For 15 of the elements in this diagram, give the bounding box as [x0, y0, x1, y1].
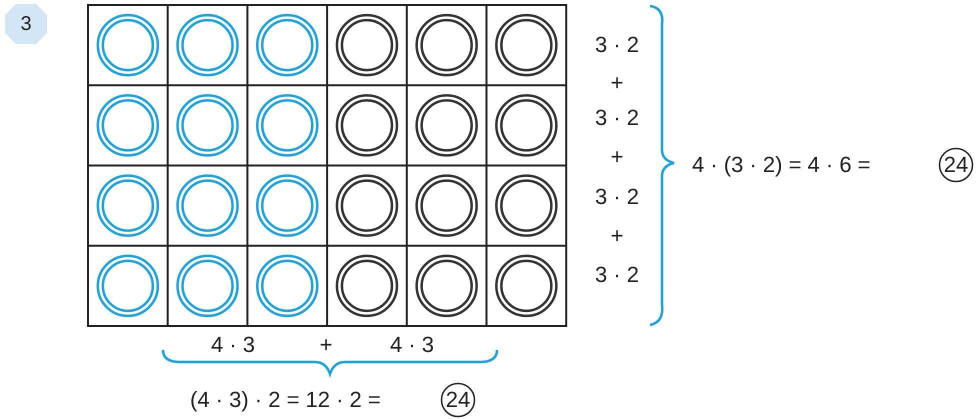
circled-number: 24 — [440, 382, 476, 418]
expression-text: 3 · 2 — [594, 107, 640, 129]
equation-text: (4 · 3) · 2 = 12 · 2 = — [190, 389, 381, 411]
expression-text: 3 · 2 — [594, 186, 640, 208]
plus-sign: + — [320, 334, 332, 356]
plus-sign: + — [610, 146, 624, 168]
plus-sign: + — [610, 72, 624, 94]
plus-sign: + — [610, 225, 624, 247]
number-badge: 3 — [5, 4, 47, 44]
expression-text: 4 · 3 — [390, 334, 434, 356]
expression-text: 3 · 2 — [594, 34, 640, 56]
equation-text: 4 · (3 · 2) = 4 · 6 = — [692, 154, 871, 176]
expression-text: 4 · 3 — [210, 334, 256, 356]
circled-number: 24 — [938, 147, 974, 183]
expression-text: 3 · 2 — [594, 264, 640, 286]
